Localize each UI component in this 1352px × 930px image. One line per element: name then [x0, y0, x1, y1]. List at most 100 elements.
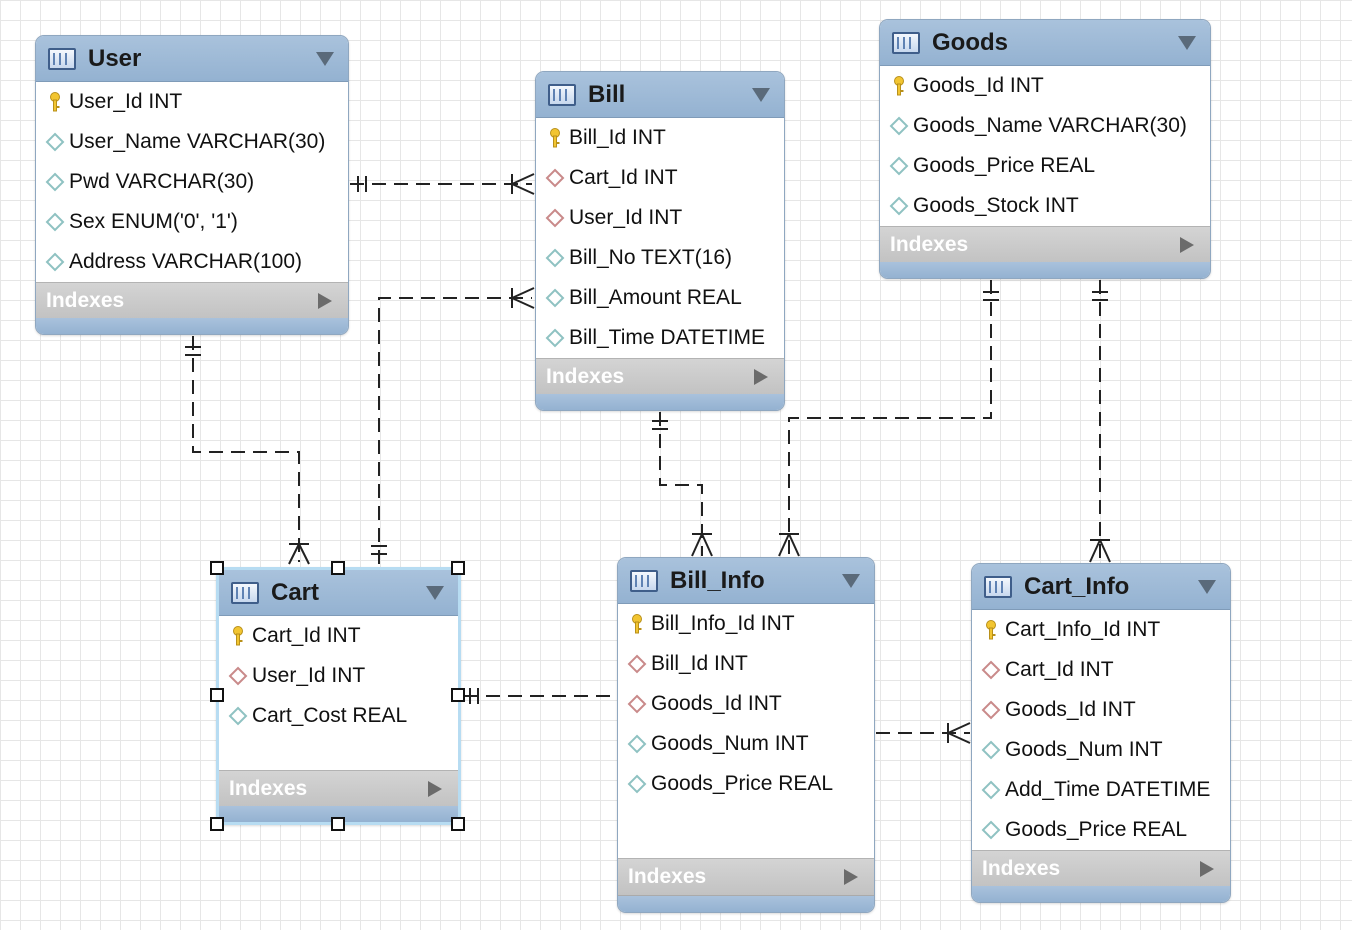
column-row[interactable]: Bill_Time DATETIME	[536, 318, 784, 358]
column-row[interactable]: User_Id INT	[36, 82, 348, 122]
table-header[interactable]: Cart	[219, 570, 458, 616]
indexes-label: Indexes	[229, 777, 308, 800]
table-user[interactable]: User User_Id INT User_Name VARCHAR(30)Pwd…	[35, 35, 349, 335]
table-menu-arrow-icon[interactable]	[842, 573, 860, 588]
column-row[interactable]: User_Id INT	[536, 198, 784, 238]
column-name: Cart_Id INT	[1005, 658, 1114, 681]
column-row[interactable]: Bill_Info_Id INT	[618, 604, 874, 644]
expand-arrow-icon[interactable]	[844, 869, 858, 885]
column-name: Goods_Num INT	[1005, 738, 1163, 761]
rel-end-one-mark	[185, 346, 201, 356]
column-name: Bill_Id INT	[569, 126, 666, 149]
rel-user-cart[interactable]	[192, 336, 300, 562]
column-name: Goods_Price REAL	[651, 772, 834, 795]
table-header[interactable]: Goods	[880, 20, 1210, 66]
column-row[interactable]: Cart_Cost REAL	[219, 696, 458, 736]
column-row[interactable]: Goods_Price REAL	[880, 146, 1210, 186]
rel-end-many-mark	[947, 722, 971, 744]
column-row[interactable]: Goods_Id INT	[880, 66, 1210, 106]
resize-handle-right[interactable]	[451, 688, 465, 702]
table-menu-arrow-icon[interactable]	[316, 51, 334, 66]
column-name: Goods_Stock INT	[913, 194, 1079, 217]
table-title: Cart	[271, 578, 320, 606]
column-row[interactable]: Bill_No TEXT(16)	[536, 238, 784, 278]
foreign-key-icon	[627, 694, 647, 714]
resize-handle-bottom-left[interactable]	[210, 817, 224, 831]
column-row[interactable]: Add_Time DATETIME	[972, 770, 1230, 810]
column-row[interactable]: Goods_Id INT	[618, 684, 874, 724]
rel-goods-billinfo[interactable]	[788, 280, 992, 556]
column-name: User_Id INT	[69, 90, 183, 113]
column-row[interactable]: Bill_Amount REAL	[536, 278, 784, 318]
resize-handle-top-left[interactable]	[210, 561, 224, 575]
primary-key-icon	[550, 128, 560, 148]
indexes-bar[interactable]: Indexes	[618, 858, 874, 896]
indexes-label: Indexes	[546, 365, 625, 388]
column-row[interactable]: Goods_Stock INT	[880, 186, 1210, 226]
table-menu-arrow-icon[interactable]	[752, 87, 770, 102]
resize-handle-bottom-right[interactable]	[451, 817, 465, 831]
table-menu-arrow-icon[interactable]	[1178, 35, 1196, 50]
column-row[interactable]: Goods_Name VARCHAR(30)	[880, 106, 1210, 146]
indexes-bar[interactable]: Indexes	[880, 226, 1210, 264]
column-name: Bill_Time DATETIME	[569, 326, 766, 349]
column-row[interactable]: Sex ENUM('0', '1')	[36, 202, 348, 242]
table-header[interactable]: Bill	[536, 72, 784, 118]
expand-arrow-icon[interactable]	[754, 369, 768, 385]
table-header[interactable]: Bill_Info	[618, 558, 874, 604]
table-menu-arrow-icon[interactable]	[1198, 579, 1216, 594]
column-name: Address VARCHAR(100)	[69, 250, 303, 273]
column-row[interactable]: Goods_Price REAL	[972, 810, 1230, 850]
foreign-key-icon	[981, 700, 1001, 720]
column-row[interactable]: Goods_Id INT	[972, 690, 1230, 730]
column-row[interactable]: Goods_Price REAL	[618, 764, 874, 804]
table-menu-arrow-icon[interactable]	[426, 585, 444, 600]
column-name: Goods_Id INT	[1005, 698, 1136, 721]
indexes-bar[interactable]: Indexes	[972, 850, 1230, 888]
table-header[interactable]: User	[36, 36, 348, 82]
column-name: Sex ENUM('0', '1')	[69, 210, 238, 233]
primary-key-icon	[894, 76, 904, 96]
resize-handle-top-right[interactable]	[451, 561, 465, 575]
resize-handle-left[interactable]	[210, 688, 224, 702]
rel-end-many-mark	[511, 287, 535, 309]
indexes-bar[interactable]: Indexes	[219, 770, 458, 808]
column-row[interactable]: Bill_Id INT	[618, 644, 874, 684]
column-row[interactable]: User_Id INT	[219, 656, 458, 696]
column-row[interactable]: Cart_Id INT	[219, 616, 458, 656]
table-footer	[36, 318, 348, 334]
indexes-bar[interactable]: Indexes	[536, 358, 784, 396]
expand-arrow-icon[interactable]	[318, 293, 332, 309]
column-row[interactable]: Bill_Id INT	[536, 118, 784, 158]
expand-arrow-icon[interactable]	[1180, 237, 1194, 253]
table-header[interactable]: Cart_Info	[972, 564, 1230, 610]
column-row[interactable]: Cart_Id INT	[972, 650, 1230, 690]
column-row[interactable]: Pwd VARCHAR(30)	[36, 162, 348, 202]
resize-handle-top[interactable]	[331, 561, 345, 575]
rel-cart-bill[interactable]	[378, 297, 532, 564]
column-row[interactable]: Cart_Id INT	[536, 158, 784, 198]
indexes-label: Indexes	[982, 857, 1061, 880]
rel-end-many-mark	[511, 173, 535, 195]
column-icon	[981, 740, 1001, 760]
resize-handle-bottom[interactable]	[331, 817, 345, 831]
expand-arrow-icon[interactable]	[1200, 861, 1214, 877]
expand-arrow-icon[interactable]	[428, 781, 442, 797]
column-row[interactable]: Address VARCHAR(100)	[36, 242, 348, 282]
rel-end-many-mark	[288, 543, 310, 565]
column-row[interactable]: User_Name VARCHAR(30)	[36, 122, 348, 162]
rel-bill-billinfo[interactable]	[659, 412, 703, 556]
table-cart-info[interactable]: Cart_Info Cart_Info_Id INT Cart_Id INT Goo…	[971, 563, 1231, 903]
column-row[interactable]: Cart_Info_Id INT	[972, 610, 1230, 650]
column-icon	[545, 248, 565, 268]
indexes-bar[interactable]: Indexes	[36, 282, 348, 320]
table-footer	[536, 394, 784, 410]
column-row[interactable]: Goods_Num INT	[972, 730, 1230, 770]
column-row[interactable]: Goods_Num INT	[618, 724, 874, 764]
